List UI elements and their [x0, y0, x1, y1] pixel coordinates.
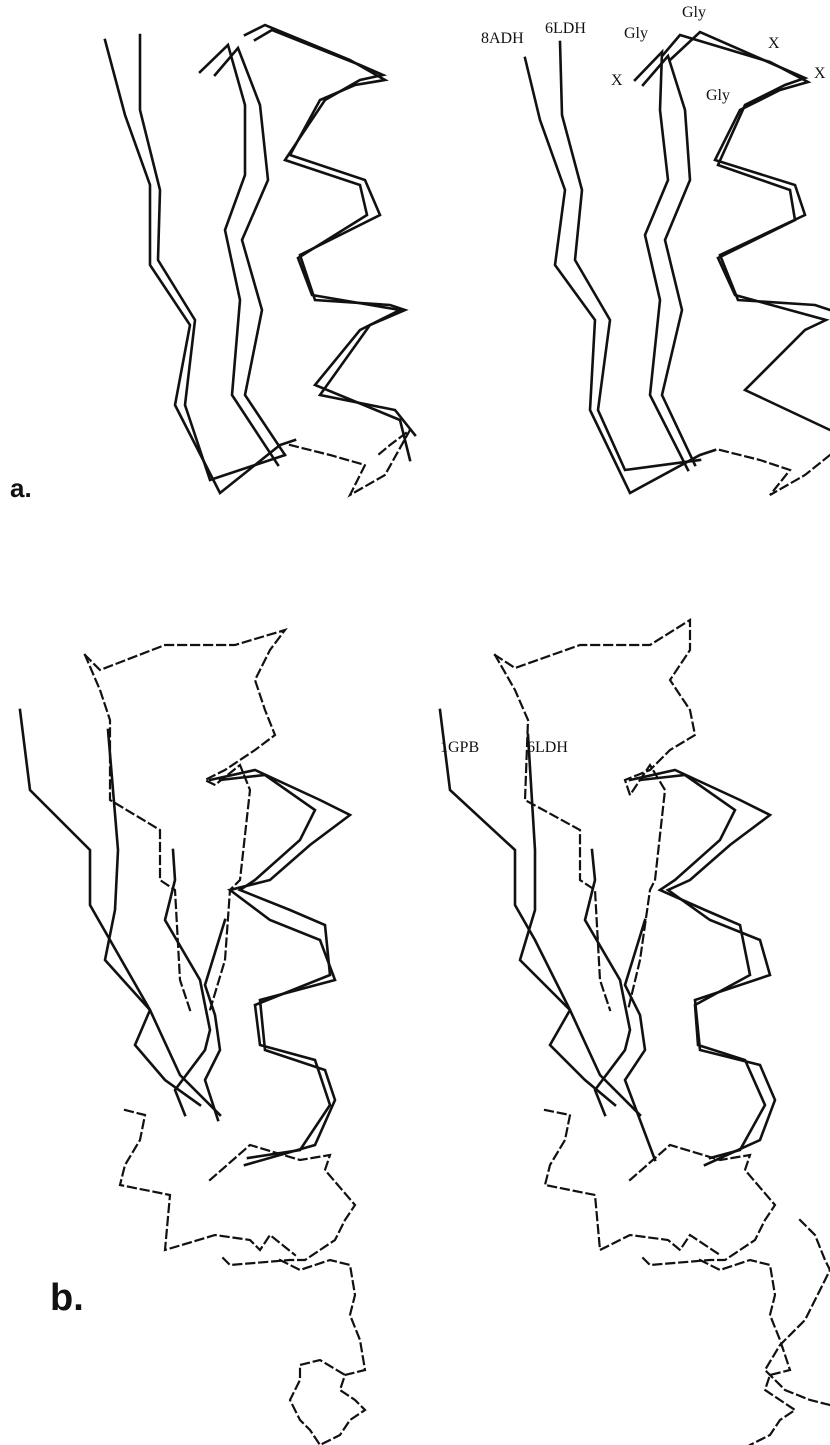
panel-a-left-helix-2 — [255, 30, 410, 460]
panel-a-right-view — [525, 32, 830, 495]
panel-a-right-helix-1 — [663, 35, 830, 310]
label-x-1: X — [611, 72, 623, 89]
panel-b-right-view — [440, 620, 830, 1445]
panel-b-right-dashed-2 — [495, 655, 610, 1010]
label-gly-1: Gly — [624, 25, 648, 42]
label-6ldh-b: 6LDH — [527, 739, 568, 756]
panel-a-left-helix-1 — [245, 25, 415, 435]
panel-a-right-helix-2 — [670, 32, 830, 430]
panel-b-left-strand-3 — [165, 850, 210, 1115]
panel-b-left-view — [20, 630, 365, 1445]
panel-b-right-bottom-loop-3 — [700, 1260, 795, 1445]
panel-a-right-loop-dashed — [720, 450, 830, 495]
panel-b: 1GPB 6LDH b. — [20, 620, 830, 1445]
panel-a-left-strand-3 — [200, 45, 278, 465]
panel-a-right-strand-3 — [635, 52, 688, 470]
panel-a: 8ADH 6LDH Gly Gly Gly X X X a. — [10, 4, 830, 503]
panel-b-left-helix-2 — [220, 775, 330, 1158]
panel-b-right-top-loop — [495, 620, 695, 1010]
panel-a-left-loop-dashed — [290, 430, 410, 495]
label-8adh: 8ADH — [481, 30, 524, 47]
panel-b-right-bottom-loop-1 — [545, 1110, 720, 1255]
label-6ldh-a: 6LDH — [545, 20, 586, 37]
panel-b-left-dashed-2 — [85, 655, 190, 1010]
label-1gpb: 1GPB — [440, 739, 479, 756]
label-x-2: X — [768, 35, 780, 52]
panel-a-left-strand-2 — [140, 35, 285, 480]
label-x-3: X — [814, 65, 826, 82]
panel-b-left-strand-2 — [105, 730, 220, 1115]
panel-b-right-bottom-loop-4 — [765, 1220, 830, 1405]
panel-b-left-bottom-loop-2 — [210, 1145, 355, 1265]
panel-a-left-strand-4 — [215, 48, 285, 455]
panel-label-b: b. — [50, 1277, 84, 1319]
panel-a-left-view — [105, 25, 415, 495]
panel-label-a: a. — [10, 473, 32, 503]
label-gly-2: Gly — [682, 4, 706, 21]
panel-b-right-strand-2 — [520, 735, 640, 1115]
panel-b-right-strand-3 — [585, 850, 630, 1115]
panel-b-right-bottom-loop-2 — [630, 1145, 775, 1265]
panel-b-right-helix-1 — [630, 770, 775, 1165]
panel-a-right-strand-2 — [560, 42, 700, 470]
panel-b-left-bottom-loop-3 — [280, 1260, 365, 1445]
label-gly-3: Gly — [706, 87, 730, 104]
panel-b-left-bottom-loop-1 — [120, 1110, 295, 1255]
